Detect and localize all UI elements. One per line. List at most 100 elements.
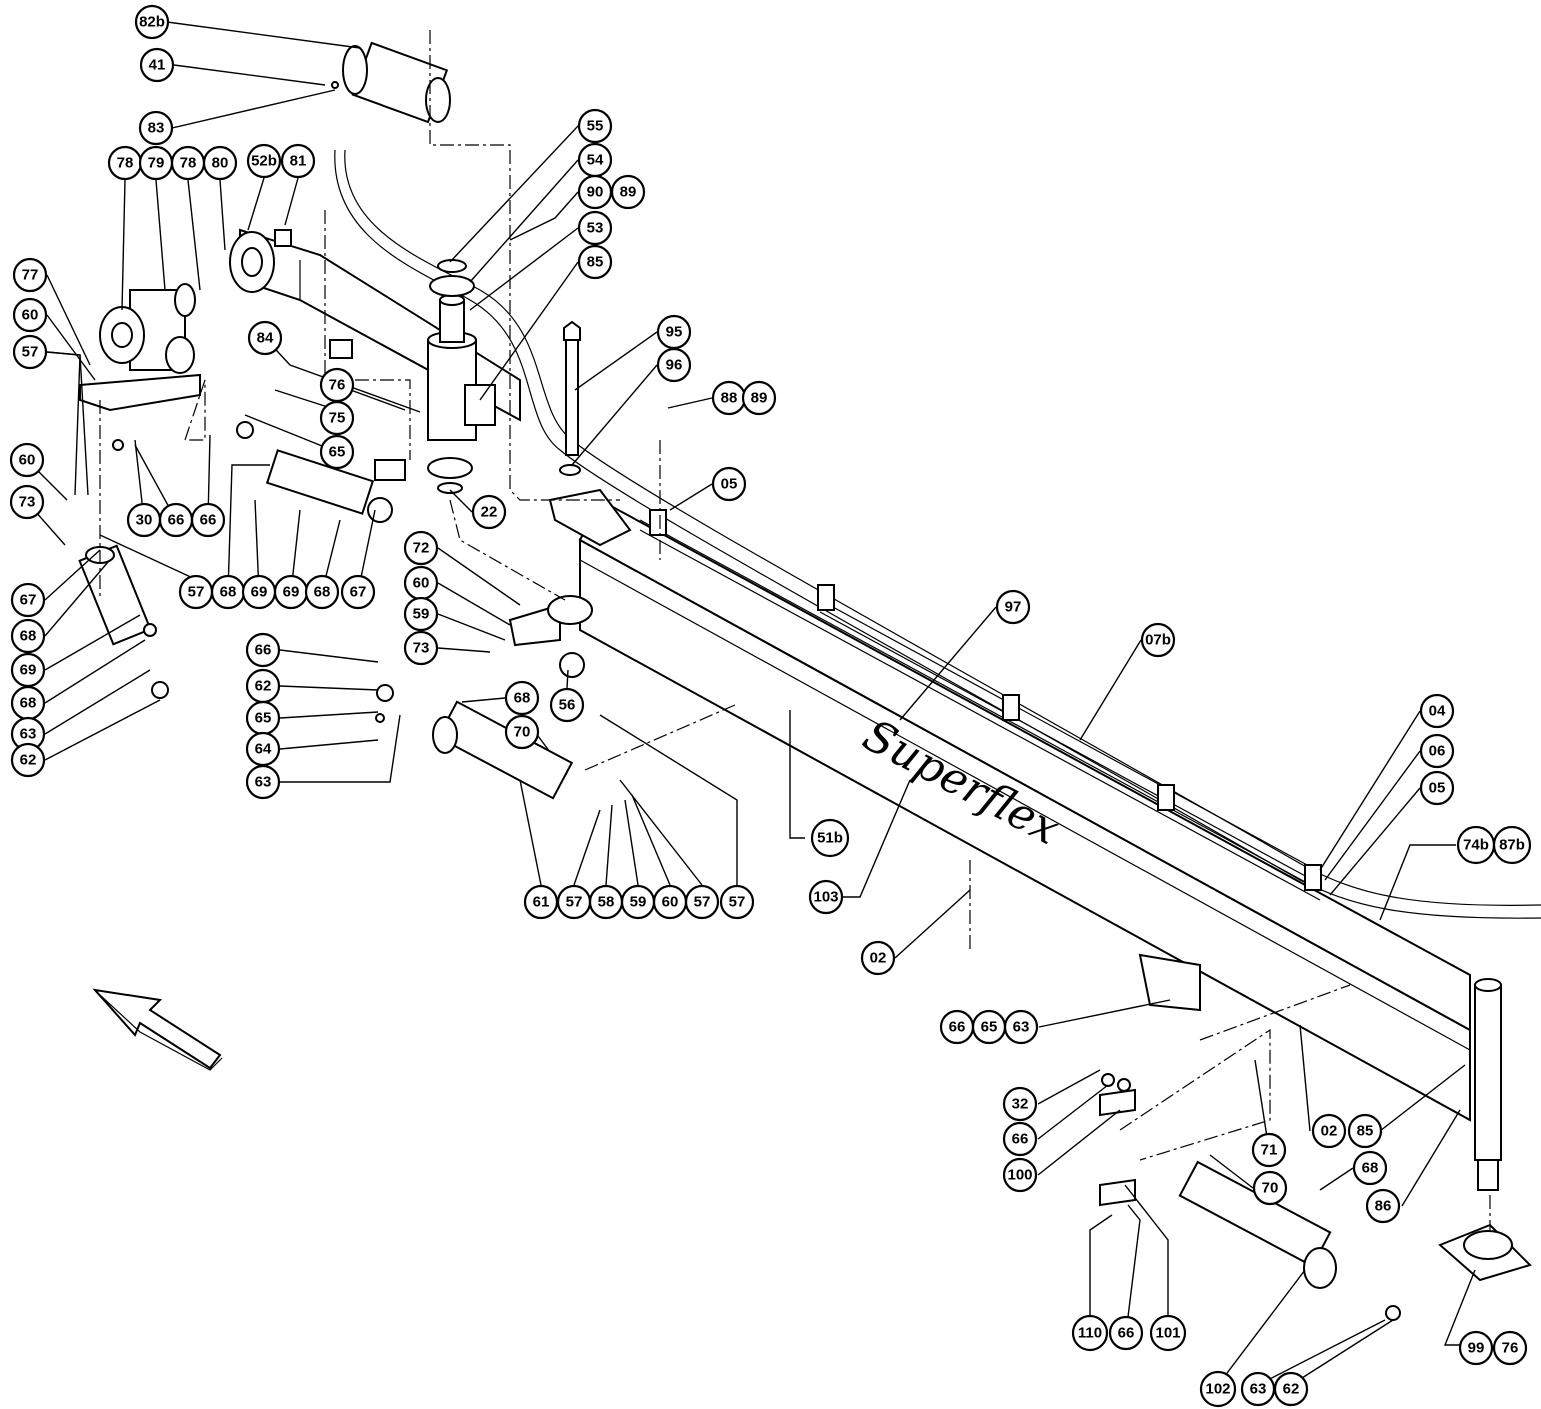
- callout-68-a: 68: [210, 574, 246, 610]
- svg-text:61: 61: [533, 894, 550, 911]
- callout-88: 88: [711, 380, 747, 416]
- svg-text:68: 68: [314, 584, 331, 601]
- callout-62-b: 62: [245, 668, 281, 704]
- callout-68-d: 68: [10, 685, 46, 721]
- svg-text:78: 78: [117, 155, 134, 172]
- svg-text:102: 102: [1205, 1381, 1230, 1398]
- svg-text:60: 60: [413, 575, 430, 592]
- svg-text:66: 66: [168, 512, 185, 529]
- callout-102: 102: [1199, 1370, 1237, 1408]
- svg-text:65: 65: [981, 1019, 998, 1036]
- svg-text:76: 76: [1502, 1340, 1519, 1357]
- callout-66-e: 66: [1002, 1121, 1038, 1157]
- base-bracket: [79, 283, 201, 451]
- svg-text:66: 66: [1012, 1131, 1029, 1148]
- callout-57-c: 57: [556, 884, 592, 920]
- svg-text:66: 66: [255, 642, 272, 659]
- callout-59-b: 59: [620, 884, 656, 920]
- svg-text:30: 30: [136, 512, 153, 529]
- callout-89-a: 89: [610, 174, 646, 210]
- callout-80: 80: [202, 145, 238, 181]
- callout-87b: 87b: [1492, 825, 1532, 865]
- svg-text:69: 69: [283, 584, 300, 601]
- callout-100: 100: [1002, 1157, 1038, 1193]
- callout-57-b: 57: [178, 574, 214, 610]
- callout-32: 32: [1002, 1086, 1038, 1122]
- svg-text:70: 70: [1262, 1180, 1279, 1197]
- callout-22: 22: [471, 494, 507, 530]
- svg-text:89: 89: [620, 184, 637, 201]
- svg-text:68: 68: [20, 628, 37, 645]
- left-cylinder: [78, 544, 169, 699]
- svg-text:88: 88: [721, 390, 738, 407]
- callout-66-f: 66: [1108, 1315, 1144, 1351]
- callout-74b: 74b: [1456, 825, 1496, 865]
- callout-73-a: 73: [9, 484, 45, 520]
- svg-text:68: 68: [514, 690, 531, 707]
- callout-65-c: 65: [971, 1009, 1007, 1045]
- svg-text:57: 57: [729, 894, 746, 911]
- svg-text:74b: 74b: [1463, 837, 1489, 854]
- callout-66-b: 66: [190, 502, 226, 538]
- callout-52b: 52b: [246, 143, 282, 179]
- svg-text:05: 05: [1429, 780, 1446, 797]
- svg-text:66: 66: [1118, 1325, 1135, 1342]
- callout-63-a: 63: [10, 716, 46, 752]
- svg-text:65: 65: [255, 710, 272, 727]
- svg-text:70: 70: [514, 724, 531, 741]
- callout-66-c: 66: [245, 632, 281, 668]
- callout-78-a: 78: [107, 145, 143, 181]
- svg-text:56: 56: [559, 697, 576, 714]
- svg-text:62: 62: [20, 752, 37, 769]
- callout-79: 79: [138, 145, 174, 181]
- svg-text:02: 02: [870, 950, 887, 967]
- callout-60-d: 60: [652, 884, 688, 920]
- svg-text:80: 80: [212, 155, 229, 172]
- svg-text:54: 54: [587, 152, 604, 169]
- callout-81: 81: [280, 143, 316, 179]
- svg-text:96: 96: [666, 357, 683, 374]
- svg-text:51b: 51b: [817, 830, 843, 847]
- svg-text:68: 68: [1362, 1160, 1379, 1177]
- callout-110: 110: [1071, 1314, 1109, 1352]
- callout-78-b: 78: [170, 145, 206, 181]
- svg-text:76: 76: [329, 377, 346, 394]
- svg-text:89: 89: [751, 390, 768, 407]
- callout-62-a: 62: [10, 742, 46, 778]
- svg-text:57: 57: [566, 894, 583, 911]
- svg-text:84: 84: [257, 330, 274, 347]
- callout-85-a: 85: [577, 244, 613, 280]
- callout-02-b: 02: [1311, 1113, 1347, 1149]
- callout-96: 96: [656, 347, 692, 383]
- svg-text:110: 110: [1078, 1325, 1102, 1342]
- callout-68-c: 68: [10, 618, 46, 654]
- steering-cylinder: [236, 421, 406, 523]
- svg-text:68: 68: [20, 695, 37, 712]
- callout-54: 54: [577, 142, 613, 178]
- callout-76-b: 76: [1492, 1330, 1528, 1366]
- svg-text:97: 97: [1005, 599, 1022, 616]
- callout-53: 53: [577, 210, 613, 246]
- hose-clamps: [649, 509, 1322, 891]
- direction-arrow: [92, 988, 223, 1071]
- svg-text:87b: 87b: [1499, 837, 1525, 854]
- callout-73-b: 73: [403, 630, 439, 666]
- callout-103: 103: [808, 879, 844, 915]
- svg-text:67: 67: [350, 584, 367, 601]
- pivot-arm: [508, 464, 632, 678]
- callout-04: 04: [1419, 693, 1455, 729]
- callout-76-a: 76: [319, 367, 355, 403]
- svg-text:101: 101: [1155, 1325, 1180, 1342]
- callout-57-d: 57: [684, 884, 720, 920]
- callout-60-a: 60: [12, 297, 48, 333]
- svg-text:02: 02: [1321, 1123, 1338, 1140]
- callout-56: 56: [549, 687, 585, 723]
- callout-41: 41: [139, 47, 175, 83]
- callout-61: 61: [523, 884, 559, 920]
- svg-text:63: 63: [255, 774, 272, 791]
- svg-text:06: 06: [1429, 743, 1446, 760]
- callout-68-b: 68: [304, 574, 340, 610]
- svg-text:59: 59: [630, 894, 647, 911]
- svg-text:79: 79: [148, 155, 165, 172]
- callout-55: 55: [577, 108, 613, 144]
